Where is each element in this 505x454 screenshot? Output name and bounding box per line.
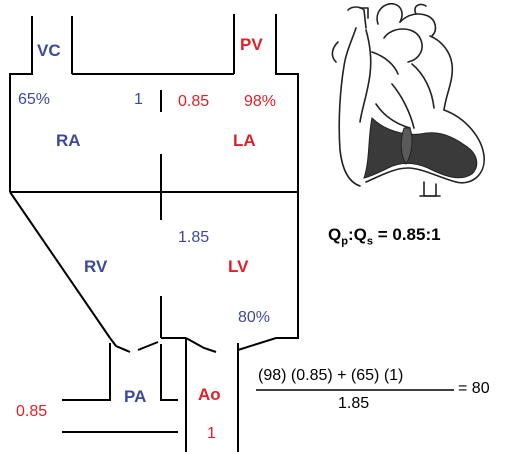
left-atrium-label: LA bbox=[233, 131, 256, 150]
lv-saturation: 80% bbox=[238, 309, 271, 326]
ratio-colon-q: :Q bbox=[347, 225, 367, 244]
left-ventricle-label: LV bbox=[228, 257, 249, 276]
lv-flow: 1.85 bbox=[178, 229, 210, 246]
pa-flow: 0.85 bbox=[16, 403, 48, 420]
ratio-s-subscript: s bbox=[366, 235, 373, 248]
vena-cava-outline bbox=[9, 16, 33, 192]
pa-right-wall bbox=[160, 344, 178, 401]
aorta-label: Ao bbox=[198, 385, 221, 404]
ratio-p-subscript: p bbox=[341, 235, 348, 248]
ra-flow: 1 bbox=[134, 91, 143, 108]
equation-result: = 80 bbox=[458, 380, 490, 397]
la-flow: 0.85 bbox=[178, 93, 210, 110]
pulmonary-artery-label: PA bbox=[124, 387, 147, 406]
pulmonary-vein-label: PV bbox=[240, 35, 263, 54]
ventricular-wall-shading bbox=[363, 117, 478, 179]
lv-free-wall bbox=[237, 192, 299, 351]
rv-free-wall bbox=[9, 191, 111, 339]
heart-illustration bbox=[331, 2, 485, 197]
la-saturation: 98% bbox=[244, 93, 277, 110]
ao-flow: 1 bbox=[207, 425, 216, 442]
ra-saturation: 65% bbox=[18, 91, 51, 108]
right-ventricle-label: RV bbox=[84, 257, 108, 276]
qp-qs-ratio: Qp:Qs = 0.85:1 bbox=[328, 226, 441, 247]
ratio-value: = 0.85:1 bbox=[372, 225, 441, 244]
ratio-q: Q bbox=[328, 225, 342, 244]
pulmonary-vein-outline bbox=[275, 14, 299, 192]
equation-numerator: (98) (0.85) + (65) (1) bbox=[258, 367, 404, 384]
aortic-valve bbox=[185, 337, 217, 353]
right-atrium-label: RA bbox=[56, 131, 81, 150]
pulmonary-valve-leaflet bbox=[137, 341, 159, 351]
equation-denominator: 1.85 bbox=[338, 395, 370, 412]
chamber-outlines bbox=[9, 14, 299, 452]
vena-cava-label: VC bbox=[37, 41, 61, 60]
pa-left-wall bbox=[62, 343, 111, 401]
pulmonary-valve bbox=[109, 337, 131, 353]
ventricular-septum-shading bbox=[400, 127, 413, 165]
